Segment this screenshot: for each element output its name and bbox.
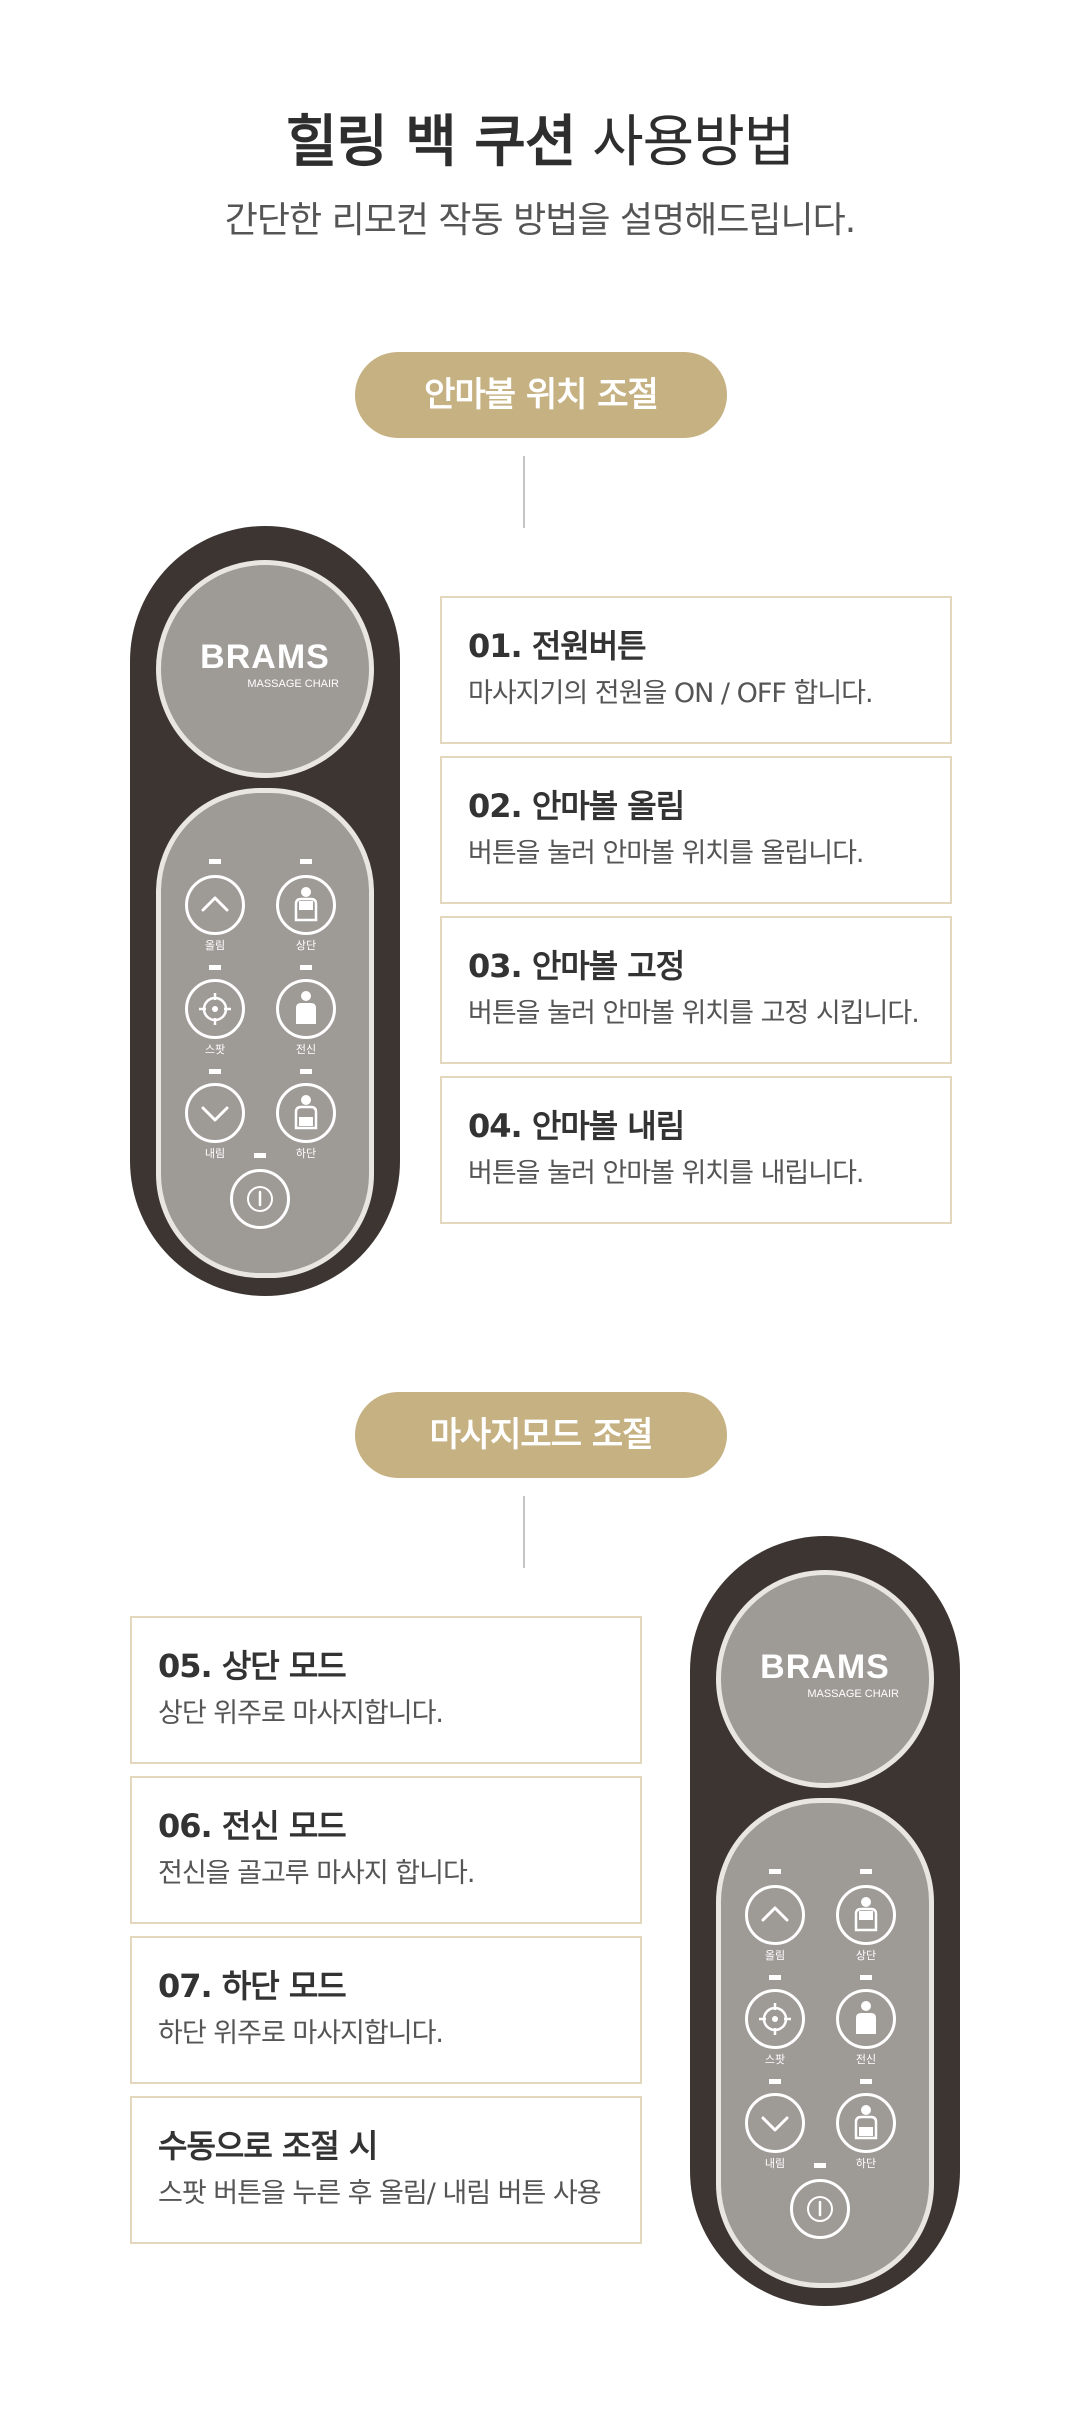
spot-button[interactable] — [745, 1989, 805, 2049]
ball-down-label: 내림 — [204, 1147, 226, 1160]
indicator-light — [209, 1069, 221, 1074]
crosshair-icon — [759, 2003, 791, 2035]
indicator-light — [209, 965, 221, 970]
spot-label: 스팟 — [764, 2053, 786, 2066]
lower-mode-label: 하단 — [295, 1147, 317, 1160]
lower-body-icon — [854, 2105, 878, 2140]
full-body-mode-label: 전신 — [855, 2053, 877, 2066]
card-desc: 하단 위주로 마사지합니다. — [158, 2018, 444, 2049]
card-desc: 버튼을 눌러 안마볼 위치를 내립니다. — [468, 1158, 865, 1189]
info-card: 03. 안마볼 고정 버튼을 눌러 안마볼 위치를 고정 시킵니다. — [440, 916, 952, 1064]
remote-control-illustration: BRAMS MASSAGE CHAIR 올림 상단 — [690, 1536, 960, 2306]
indicator-light — [254, 1153, 266, 1158]
section-connector-line — [523, 456, 525, 528]
chevron-down-icon — [761, 2116, 789, 2132]
indicator-light — [860, 1869, 872, 1874]
chevron-up-icon — [201, 896, 229, 912]
lower-body-icon — [294, 1095, 318, 1130]
card-desc: 상단 위주로 마사지합니다. — [158, 1698, 444, 1729]
power-icon — [807, 2196, 833, 2222]
card-desc: 스팟 버튼을 누른 후 올림/ 내림 버튼 사용 — [158, 2178, 602, 2209]
section-pill-ball-position: 안마볼 위치 조절 — [355, 352, 727, 438]
ball-up-label: 올림 — [764, 1949, 786, 1962]
info-card: 05. 상단 모드 상단 위주로 마사지합니다. — [130, 1616, 642, 1764]
upper-mode-label: 상단 — [855, 1949, 877, 1962]
crosshair-icon — [199, 993, 231, 1025]
full-body-mode-label: 전신 — [295, 1043, 317, 1056]
card-title: 수동으로 조절 시 — [158, 2127, 378, 2165]
ball-down-button[interactable] — [185, 1083, 245, 1143]
brand-logo-sub: MASSAGE CHAIR — [247, 678, 339, 690]
ball-down-label: 내림 — [764, 2157, 786, 2170]
indicator-light — [209, 859, 221, 864]
info-card: 06. 전신 모드 전신을 골고루 마사지 합니다. — [130, 1776, 642, 1924]
card-title: 03. 안마볼 고정 — [468, 947, 685, 985]
upper-mode-button[interactable] — [836, 1885, 896, 1945]
card-title: 02. 안마볼 올림 — [468, 787, 685, 825]
info-card: 02. 안마볼 올림 버튼을 눌러 안마볼 위치를 올립니다. — [440, 756, 952, 904]
info-card: 수동으로 조절 시 스팟 버튼을 누른 후 올림/ 내림 버튼 사용 — [130, 2096, 642, 2244]
page-subtitle: 간단한 리모컨 작동 방법을 설명해드립니다. — [224, 200, 856, 241]
info-card: 01. 전원버튼 마사지기의 전원을 ON / OFF 합니다. — [440, 596, 952, 744]
ball-up-button[interactable] — [745, 1885, 805, 1945]
power-button[interactable] — [230, 1169, 290, 1229]
indicator-light — [300, 859, 312, 864]
indicator-light — [860, 1975, 872, 1980]
info-card: 04. 안마볼 내림 버튼을 눌러 안마볼 위치를 내립니다. — [440, 1076, 952, 1224]
spot-button[interactable] — [185, 979, 245, 1039]
card-title: 07. 하단 모드 — [158, 1967, 347, 2005]
indicator-light — [300, 1069, 312, 1074]
upper-body-icon — [854, 1897, 878, 1932]
spot-label: 스팟 — [204, 1043, 226, 1056]
chevron-down-icon — [201, 1106, 229, 1122]
section-connector-line — [523, 1496, 525, 1568]
upper-mode-label: 상단 — [295, 939, 317, 952]
indicator-light — [769, 1869, 781, 1874]
remote-logo-plate: BRAMS MASSAGE CHAIR — [716, 1570, 934, 1788]
chevron-up-icon — [761, 1906, 789, 1922]
full-body-mode-button[interactable] — [276, 979, 336, 1039]
brand-logo: BRAMS — [200, 638, 330, 676]
info-card: 07. 하단 모드 하단 위주로 마사지합니다. — [130, 1936, 642, 2084]
ball-up-button[interactable] — [185, 875, 245, 935]
page-title-bold: 힐링 백 쿠션 — [285, 110, 577, 175]
card-desc: 전신을 골고루 마사지 합니다. — [158, 1858, 475, 1889]
indicator-light — [769, 1975, 781, 1980]
ball-up-label: 올림 — [204, 939, 226, 952]
card-title: 01. 전원버튼 — [468, 627, 647, 665]
card-desc: 버튼을 눌러 안마볼 위치를 고정 시킵니다. — [468, 998, 920, 1029]
card-desc: 마사지기의 전원을 ON / OFF 합니다. — [468, 678, 874, 709]
brand-logo: BRAMS — [760, 1648, 890, 1686]
power-button[interactable] — [790, 2179, 850, 2239]
card-title: 05. 상단 모드 — [158, 1647, 347, 1685]
power-icon — [247, 1186, 273, 1212]
card-desc: 버튼을 눌러 안마볼 위치를 올립니다. — [468, 838, 865, 869]
indicator-light — [814, 2163, 826, 2168]
indicator-light — [860, 2079, 872, 2084]
card-title: 06. 전신 모드 — [158, 1807, 347, 1845]
page-title-light: 사용방법 — [592, 110, 795, 175]
remote-button-panel: 올림 상단 스팟 전신 — [716, 1798, 934, 2288]
full-body-icon — [856, 2001, 876, 2034]
lower-mode-label: 하단 — [855, 2157, 877, 2170]
card-title: 04. 안마볼 내림 — [468, 1107, 685, 1145]
upper-mode-button[interactable] — [276, 875, 336, 935]
full-body-mode-button[interactable] — [836, 1989, 896, 2049]
lower-mode-button[interactable] — [836, 2093, 896, 2153]
remote-control-illustration: BRAMS MASSAGE CHAIR 올림 상단 — [130, 526, 400, 1296]
indicator-light — [300, 965, 312, 970]
upper-body-icon — [294, 887, 318, 922]
full-body-icon — [296, 991, 316, 1024]
section-pill-massage-mode: 마사지모드 조절 — [355, 1392, 727, 1478]
remote-button-panel: 올림 상단 스팟 전신 — [156, 788, 374, 1278]
brand-logo-sub: MASSAGE CHAIR — [807, 1688, 899, 1700]
page-title: 힐링 백 쿠션 사용방법 — [0, 108, 1080, 178]
remote-logo-plate: BRAMS MASSAGE CHAIR — [156, 560, 374, 778]
lower-mode-button[interactable] — [276, 1083, 336, 1143]
indicator-light — [769, 2079, 781, 2084]
ball-down-button[interactable] — [745, 2093, 805, 2153]
